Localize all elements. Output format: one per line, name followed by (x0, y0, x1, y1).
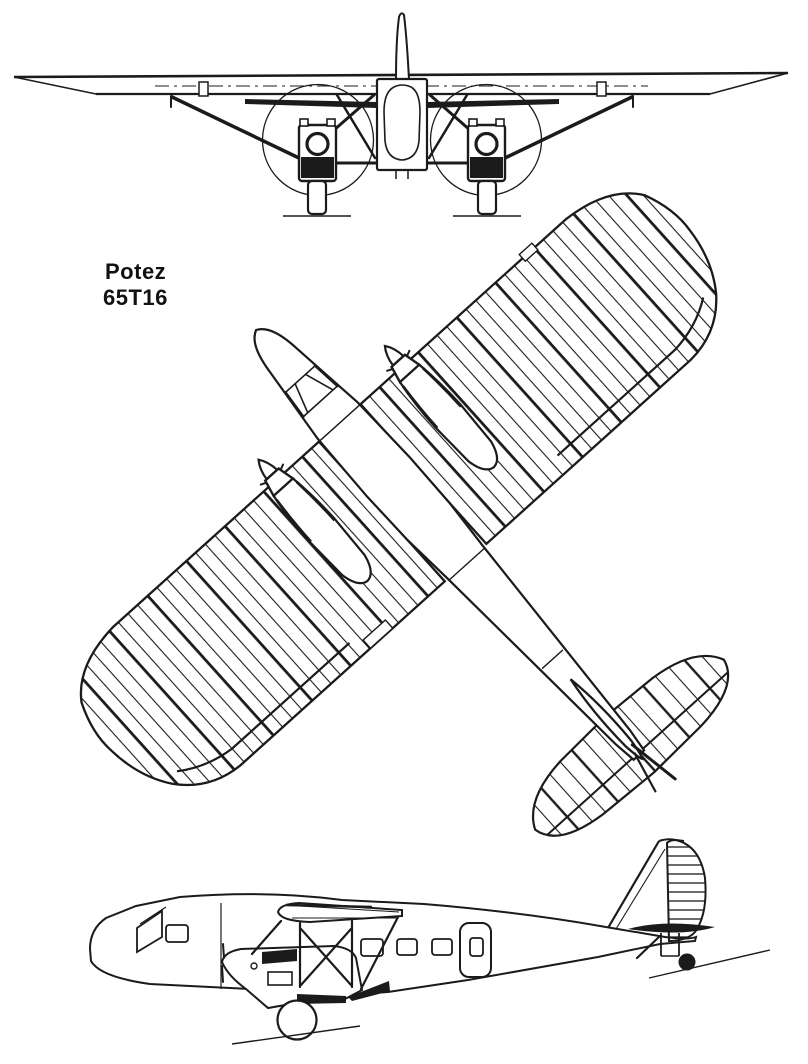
front-fuselage-ticks (395, 170, 409, 179)
engine-intake-ring-right (474, 131, 499, 157)
propeller-blade-side (221, 943, 225, 983)
engine-intake-ring-left (305, 131, 330, 157)
nacelle-hatch (267, 971, 293, 986)
gear-fairing-dark (297, 994, 346, 1004)
front-view (13, 12, 789, 217)
leading-edge-panel (518, 242, 539, 263)
front-engine-right (453, 118, 521, 217)
side-wing-dark-band (285, 903, 373, 909)
side-wing (276, 901, 403, 924)
ground-line-tail (648, 949, 771, 979)
aircraft-name-line1: Potez (105, 259, 166, 284)
windshield-pane (136, 909, 163, 954)
plan-cockpit-canopy (284, 364, 339, 419)
aileron-hinge-left (176, 642, 351, 773)
plan-nacelle-right (383, 344, 499, 471)
fuselage-station-lines (319, 404, 564, 670)
aircraft-name-line2: 65T16 (103, 285, 168, 310)
tailwheel-fairing (660, 933, 680, 956)
plan-nacelle-left (257, 458, 372, 585)
aft-fairing-dark (348, 981, 390, 1001)
title-label: Potez 65T16 (103, 259, 168, 310)
windshield-frame (139, 906, 167, 925)
ground-line-main (231, 1025, 361, 1045)
cockpit-side-window (165, 924, 189, 943)
plan-rudder-edge (630, 743, 677, 781)
plan-fin (569, 678, 644, 761)
nacelle-fitting (250, 962, 258, 970)
main-wheel-front-right (476, 179, 498, 216)
walkway-panel (362, 619, 394, 650)
tail-wheel (678, 953, 696, 971)
engine-cowl-dark-left (301, 157, 334, 178)
main-wheel-front-left (306, 179, 328, 216)
side-struts (250, 915, 400, 991)
plan-wing-right (358, 192, 718, 546)
plan-wing-left (79, 439, 447, 787)
cabin-window-2 (396, 938, 418, 956)
side-tailplane (628, 923, 715, 933)
top-view (79, 192, 730, 837)
front-engine-left (283, 118, 351, 217)
cabin-window-3 (431, 938, 453, 956)
side-tail (607, 838, 771, 979)
exhaust-dark-band (262, 949, 297, 964)
cabin-door (459, 922, 492, 978)
right-wing-fitting (596, 81, 607, 97)
engine-cowl-dark-right (470, 157, 503, 178)
main-wheel-side (276, 999, 318, 1041)
side-nacelle (220, 943, 390, 1010)
door-window (469, 937, 484, 957)
plan-rudder-edge-2 (633, 752, 657, 793)
front-cabin-contour (383, 84, 421, 161)
front-fin (394, 12, 411, 81)
left-wing-fitting (198, 81, 209, 97)
side-view (88, 838, 771, 1045)
fin-leading-edge (607, 840, 660, 929)
tailwheel-strut (635, 934, 662, 960)
fin-inner-line (615, 848, 666, 930)
rudder (665, 838, 707, 943)
aileron-hinge-right (556, 297, 705, 457)
